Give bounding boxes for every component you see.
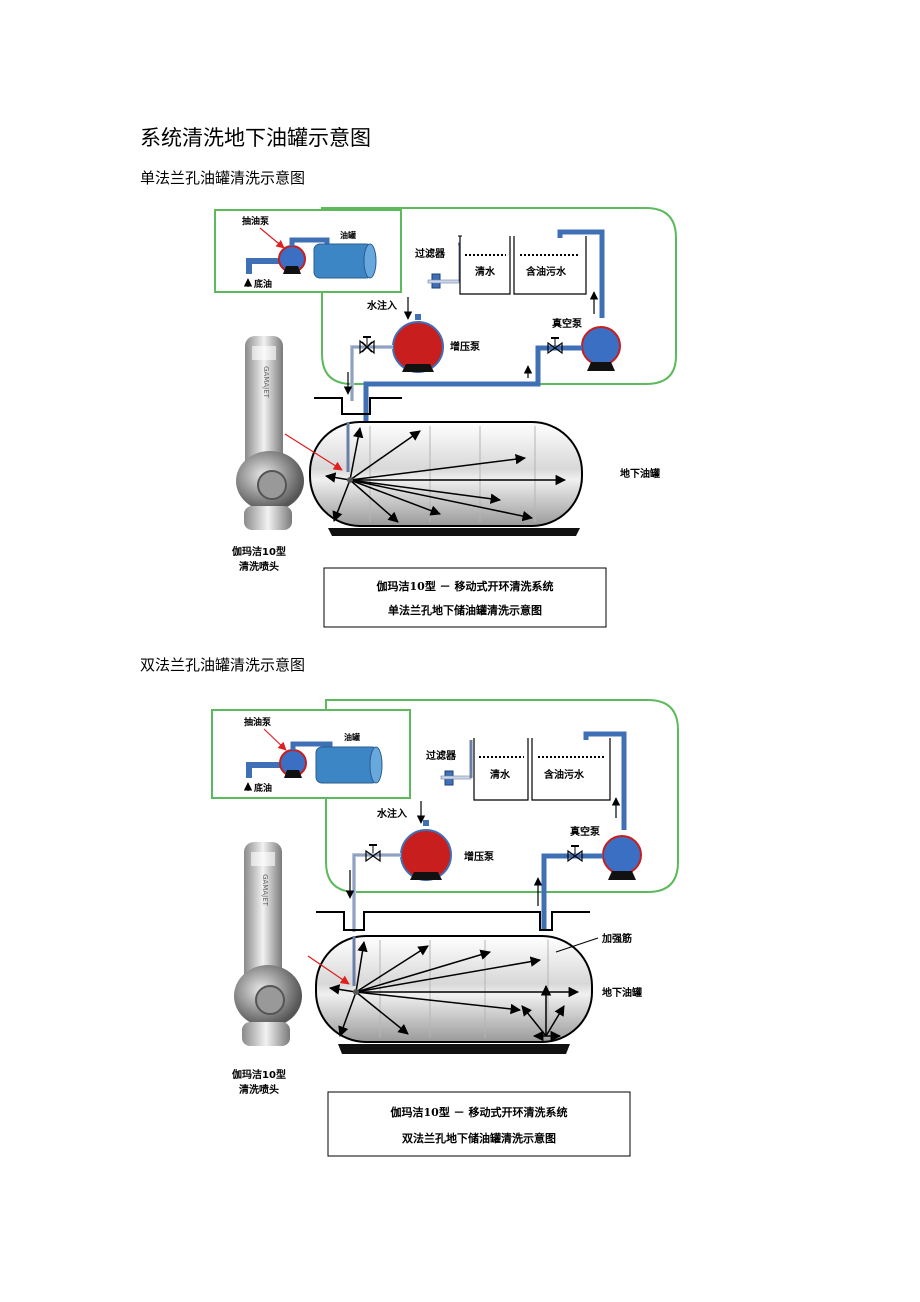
nozzle-label-line2: 清洗喷头 (239, 560, 279, 573)
filter-label: 过滤器 (415, 247, 446, 260)
document-title: 系统清洗地下油罐示意图 (140, 126, 371, 150)
underground-tank-2 (315, 935, 593, 1054)
water-in-label: 水注入 (376, 807, 407, 820)
inset-pump-label: 抽油泵 (242, 215, 270, 227)
inset-bottom-oil-label: 底油 (254, 278, 272, 290)
caption-line2: 单法兰孔地下储油罐清洗示意图 (388, 603, 542, 617)
clean-water-label: 清水 (475, 265, 496, 278)
caption-line1: 伽玛洁10型 － 移动式开环清洗系统 (377, 579, 554, 593)
clean-water-label: 清水 (490, 768, 511, 781)
filter-label: 过滤器 (426, 749, 457, 762)
booster-pump-label: 增压泵 (464, 850, 495, 863)
figure-1-heading: 单法兰孔油罐清洗示意图 (140, 169, 306, 187)
inset-panel-2: 抽油泵 油罐 底油 (211, 709, 411, 799)
tank-label: 地下油罐 (620, 467, 660, 480)
vacuum-pump-label: 真空泵 (570, 825, 601, 838)
oily-water-label: 含油污水 (526, 265, 567, 278)
nozzle-label-line1: 伽玛洁10型 (232, 1068, 286, 1081)
nozzle-brand: GAMAJET (262, 366, 270, 399)
caption-line1: 伽玛洁10型 － 移动式开环清洗系统 (391, 1105, 568, 1119)
vacuum-pump-label: 真空泵 (552, 317, 583, 330)
water-in-label: 水注入 (366, 299, 397, 312)
inset-bottom-oil-label: 底油 (254, 782, 272, 794)
figure-2-double-flange: 抽油泵 油罐 底油 过滤器 清水 含油污水 水注入 增压泵 真空泵 (140, 690, 750, 1166)
nozzle-brand: GAMAJET (261, 874, 269, 907)
gamajet-nozzle-2: GAMAJET (234, 842, 302, 1046)
figure-1-single-flange: 抽油泵 油罐 底油 过滤器 清水 含油污水 水注入 增压泵 真空泵 (140, 196, 750, 644)
figure-2-caption: 伽玛洁10型 － 移动式开环清洗系统 双法兰孔地下储油罐清洗示意图 (327, 1091, 631, 1157)
oily-water-label: 含油污水 (544, 768, 585, 781)
inset-tank-label: 油罐 (340, 230, 356, 240)
figure-1-caption: 伽玛洁10型 － 移动式开环清洗系统 单法兰孔地下储油罐清洗示意图 (323, 567, 607, 628)
nozzle-label-line2: 清洗喷头 (239, 1083, 279, 1096)
booster-pump-label: 增压泵 (450, 340, 481, 353)
underground-tank (309, 421, 583, 536)
inset-tank-label: 油罐 (344, 732, 360, 742)
tank-label: 地下油罐 (602, 986, 642, 999)
rib-label: 加强筋 (601, 932, 632, 945)
inset-panel: 抽油泵 油罐 底油 (214, 209, 402, 293)
gamajet-nozzle: GAMAJET (236, 336, 304, 530)
figure-2-heading: 双法兰孔油罐清洗示意图 (140, 656, 306, 674)
nozzle-label-line1: 伽玛洁10型 (232, 545, 286, 558)
inset-pump-label: 抽油泵 (244, 716, 272, 728)
caption-line2: 双法兰孔地下储油罐清洗示意图 (402, 1131, 556, 1145)
